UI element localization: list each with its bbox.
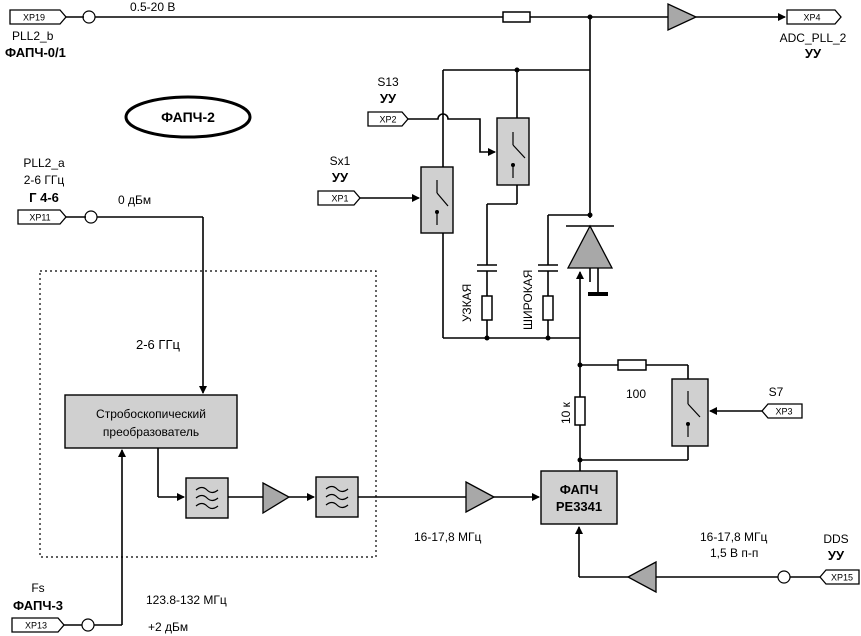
voltage-label: 0.5-20 В bbox=[130, 0, 175, 14]
r10k-label: 10 к bbox=[559, 401, 573, 424]
switch-s7 bbox=[671, 378, 709, 447]
top-amplifier bbox=[667, 2, 698, 32]
connector-xp11: XP11 bbox=[17, 209, 67, 225]
connector-xp19: XP19 bbox=[9, 9, 67, 25]
connector-xp1: XP1 bbox=[317, 190, 361, 206]
connector-xp3-label: XP3 bbox=[775, 407, 792, 417]
connector-xp4: XP4 bbox=[786, 9, 842, 25]
uu-sx1-label: УУ bbox=[332, 170, 349, 185]
level-15-label: 1,5 В п-п bbox=[710, 546, 758, 560]
connector-xp4-label: XP4 bbox=[803, 13, 820, 23]
fs-label: Fs bbox=[31, 581, 44, 595]
pll2a-label: PLL2_a bbox=[23, 156, 65, 170]
uu-dds-label: УУ bbox=[828, 548, 845, 563]
connector-xp19-label: XP19 bbox=[23, 13, 45, 23]
switch-s13 bbox=[496, 117, 530, 186]
vco-triangle bbox=[566, 224, 614, 338]
connector-xp1-label: XP1 bbox=[331, 194, 348, 204]
r100-label: 100 bbox=[626, 387, 646, 401]
uu-s13-label: УУ bbox=[380, 91, 397, 106]
strobe-converter-block: Стробоскопический преобразователь bbox=[64, 394, 238, 449]
freq-16-right-label: 16-17,8 МГц bbox=[700, 530, 768, 544]
narrow-label: УЗКАЯ bbox=[460, 284, 474, 322]
loop-filter-network bbox=[442, 17, 593, 341]
s13-label: S13 bbox=[377, 75, 399, 89]
adc-pll2-label: ADC_PLL_2 bbox=[780, 31, 847, 45]
sx1-label: Sx1 bbox=[330, 154, 351, 168]
top-rail bbox=[66, 2, 786, 32]
fapch01-label: ФАПЧ-0/1 bbox=[5, 45, 66, 60]
fapch3-label: ФАПЧ-3 bbox=[13, 598, 63, 613]
uu-top-right-label: УУ bbox=[805, 46, 822, 61]
resistor-100 bbox=[617, 359, 647, 371]
freq-2-6-top-label: 2-6 ГГц bbox=[24, 173, 65, 187]
connector-xp3: XP3 bbox=[761, 403, 803, 419]
pll2b-label: PLL2_b bbox=[12, 29, 54, 43]
diagram-title: ФАПЧ-2 bbox=[161, 109, 215, 125]
freq-123-label: 123.8-132 МГц bbox=[146, 593, 227, 607]
amplifier-2 bbox=[262, 481, 291, 515]
strobe-converter-line2: преобразователь bbox=[103, 425, 199, 439]
connector-xp15: XP15 bbox=[819, 569, 860, 585]
connector-xp13-label: XP13 bbox=[25, 621, 47, 631]
freq-2-6-mid-label: 2-6 ГГц bbox=[136, 337, 180, 352]
connector-xp15-label: XP15 bbox=[831, 573, 853, 583]
bandpass-filter-1 bbox=[185, 477, 229, 519]
connector-xp13: XP13 bbox=[11, 617, 65, 633]
bandpass-filter-2 bbox=[315, 476, 359, 518]
amplifier-3 bbox=[465, 480, 496, 514]
title-ellipse: ФАПЧ-2 bbox=[124, 95, 252, 139]
zero-dbm-label: 0 дБм bbox=[118, 193, 151, 207]
wide-label: ШИРОКАЯ bbox=[521, 270, 535, 330]
top-resistor bbox=[502, 11, 531, 23]
switch-sx1 bbox=[420, 166, 454, 234]
resistor-10k bbox=[574, 396, 586, 426]
freq-16-left-label: 16-17,8 МГц bbox=[414, 530, 482, 544]
connector-xp2: XP2 bbox=[367, 111, 409, 127]
dotted-frame bbox=[39, 270, 377, 558]
g46-label: Г 4-6 bbox=[29, 190, 59, 205]
plus2dbm-label: +2 дБм bbox=[148, 620, 188, 634]
pll-chip-line2: PE3341 bbox=[556, 499, 602, 514]
pll-chip-line1: ФАПЧ bbox=[560, 482, 598, 497]
s7-label: S7 bbox=[769, 385, 784, 399]
connector-xp11-label: XP11 bbox=[29, 213, 50, 223]
reference-amplifier bbox=[626, 560, 657, 594]
strobe-converter-line1: Стробоскопический bbox=[96, 407, 206, 421]
connector-xp2-label: XP2 bbox=[379, 115, 396, 125]
pll-chip-block: ФАПЧ PE3341 bbox=[540, 470, 618, 525]
dds-label: DDS bbox=[823, 532, 848, 546]
